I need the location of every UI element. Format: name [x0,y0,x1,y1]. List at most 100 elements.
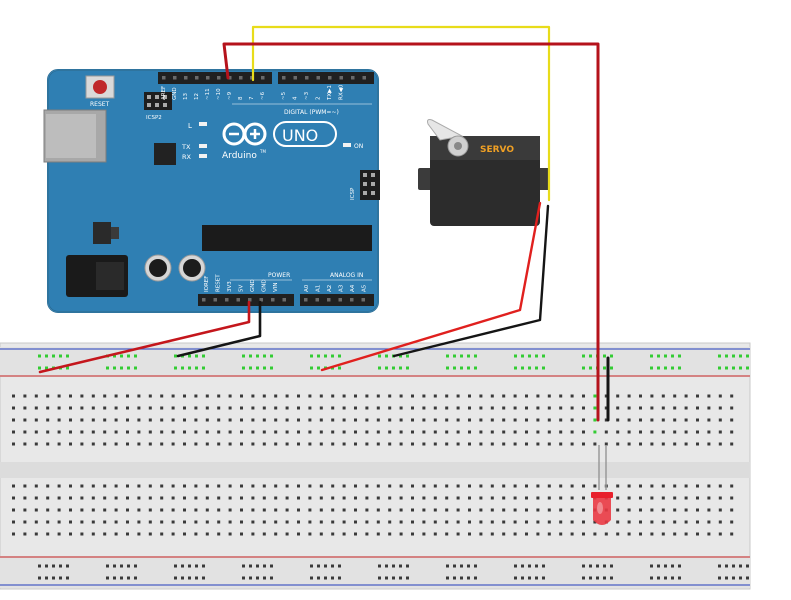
breadboard-hole [242,366,245,370]
breadboard-hole [639,484,642,488]
breadboard-hole [38,354,41,358]
breadboard-hole [411,520,414,524]
breadboard-hole [285,484,289,488]
breadboard-hole [610,366,613,370]
breadboard-hole [559,442,563,446]
breadboard-hole [456,418,460,422]
breadboard-hole [274,406,278,410]
breadboard-hole [174,366,177,370]
breadboard-hole [490,508,494,512]
breadboard-hole [34,508,38,512]
breadboard-hole [80,496,84,500]
breadboard-hole [388,406,392,410]
breadboard-hole [12,532,15,536]
breadboard-hole [148,496,152,500]
breadboard-hole [657,366,660,370]
breadboard-hole [388,532,392,536]
breadboard-hole [559,484,563,488]
breadboard-hole [582,442,585,446]
breadboard-hole [297,430,300,434]
breadboard-hole [582,406,585,410]
icsp-pin [363,191,367,195]
pin-label: ~6 [260,91,266,100]
breadboard-hole [582,430,585,434]
breadboard-hole [365,442,369,446]
breadboard-hole [616,520,620,524]
pin-label: 7 [249,96,255,100]
breadboard-hole [399,442,403,446]
breadboard-hole [479,394,483,398]
breadboard-hole [570,484,574,488]
breadboard-hole [103,442,107,446]
breadboard-hole [542,564,545,568]
breadboard-hole [317,354,320,358]
breadboard-hole [536,508,540,512]
breadboard-hole [671,576,674,580]
breadboard-hole [627,394,631,398]
breadboard-hole [673,484,677,488]
pin-label: A1 [316,285,322,292]
breadboard-hole [274,520,278,524]
breadboard-hole [263,564,266,568]
breadboard-hole [57,496,61,500]
breadboard-hole [46,508,50,512]
breadboard-hole [627,532,631,536]
breadboard-hole [308,508,312,512]
breadboard-hole [513,508,517,512]
breadboard-hole [730,394,734,398]
breadboard-hole [183,442,186,446]
breadboard-hole [69,508,72,512]
breadboard-hole [650,532,654,536]
breadboard-hole [137,418,141,422]
breadboard-hole [725,564,728,568]
breadboard-hole [80,442,84,446]
breadboard-hole [479,418,483,422]
breadboard-hole [205,418,209,422]
breadboard-hole [650,354,653,358]
breadboard-hole [274,442,278,446]
breadboard-hole [59,564,62,568]
breadboard-hole [446,576,449,580]
breadboard-hole [274,430,278,434]
breadboard-hole [66,564,69,568]
breadboard-hole [137,520,141,524]
breadboard-hole [120,564,123,568]
breadboard-hole [274,484,278,488]
pin-label: 8 [238,96,244,100]
breadboard-hole [490,418,494,422]
breadboard-hole [725,354,728,358]
breadboard-hole [91,418,95,422]
breadboard-hole [696,520,699,524]
breadboard-hole [657,354,660,358]
breadboard-hole [603,564,606,568]
breadboard-hole [460,564,463,568]
breadboard-hole [354,508,357,512]
servo-horn [427,119,469,157]
pin-label: RESET [216,274,222,292]
breadboard-hole [385,354,388,358]
header-pin [173,76,177,80]
breadboard-hole [456,394,460,398]
black-servo-ground-wire [392,204,550,358]
breadboard-hole [422,418,426,422]
breadboard-hole [673,418,677,422]
breadboard-hole [80,394,84,398]
breadboard-hole [251,418,255,422]
breadboard-hole [376,532,380,536]
header-pin [315,298,319,302]
breadboard-hole [445,484,449,488]
breadboard-hole [228,484,232,488]
breadboard-hole [217,484,221,488]
breadboard-hole [479,484,483,488]
breadboard-hole [308,406,312,410]
breadboard-hole [650,442,654,446]
breadboard-hole [610,564,613,568]
breadboard-hole [331,430,335,434]
breadboard-hole [160,406,164,410]
analog-label: ANALOG IN [330,272,363,279]
breadboard-hole [195,576,198,580]
breadboard-hole [331,406,335,410]
breadboard-hole [528,354,531,358]
breadboard-hole [639,394,642,398]
breadboard-hole [365,394,369,398]
